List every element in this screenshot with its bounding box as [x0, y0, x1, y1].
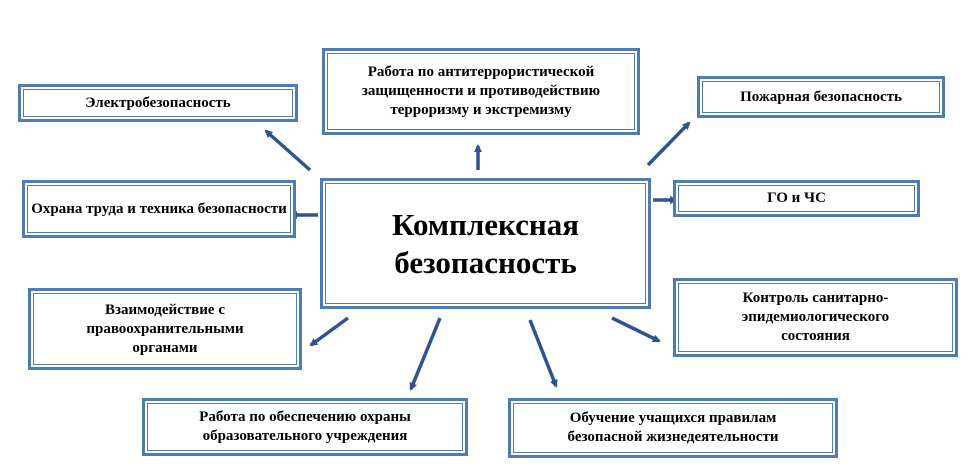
node-label: Контроль санитарно-эпидемиологического с… [678, 283, 953, 352]
center-label: Комплексная безопасность [325, 183, 646, 304]
arrow-electro [264, 129, 312, 172]
node-police: Взаимодействие с правоохранительными орг… [28, 288, 302, 370]
node-sanitary: Контроль санитарно-эпидемиологического с… [673, 278, 958, 357]
arrow-fire [646, 121, 691, 167]
arrow-education [528, 319, 558, 388]
node-guard: Работа по обеспечению охраны образовател… [142, 398, 468, 456]
node-electro: Электробезопасность [18, 84, 298, 122]
node-label: Обучение учащихся правилам безопасной жи… [513, 403, 833, 453]
node-labor: Охрана труда и техника безопасности [22, 180, 296, 238]
node-education: Обучение учащихся правилам безопасной жи… [508, 398, 838, 458]
node-civil: ГО и ЧС [673, 180, 920, 217]
node-label: Охрана труда и техника безопасности [27, 185, 291, 233]
arrow-police [309, 316, 350, 347]
node-label: Взаимодействие с правоохранительными орг… [33, 293, 297, 365]
node-label: Электробезопасность [23, 89, 293, 117]
node-label: Работа по обеспечению охраны образовател… [147, 403, 463, 451]
arrow-guard [409, 317, 442, 391]
node-label: Работа по антитеррористической защищенно… [327, 53, 635, 130]
arrow-sanitary [611, 316, 661, 343]
node-label: ГО и ЧС [678, 185, 915, 212]
node-label: Пожарная безопасность [702, 81, 940, 113]
node-antiterror: Работа по антитеррористической защищенно… [322, 48, 640, 135]
center-node: Комплексная безопасность [320, 178, 651, 309]
node-fire: Пожарная безопасность [697, 76, 945, 118]
